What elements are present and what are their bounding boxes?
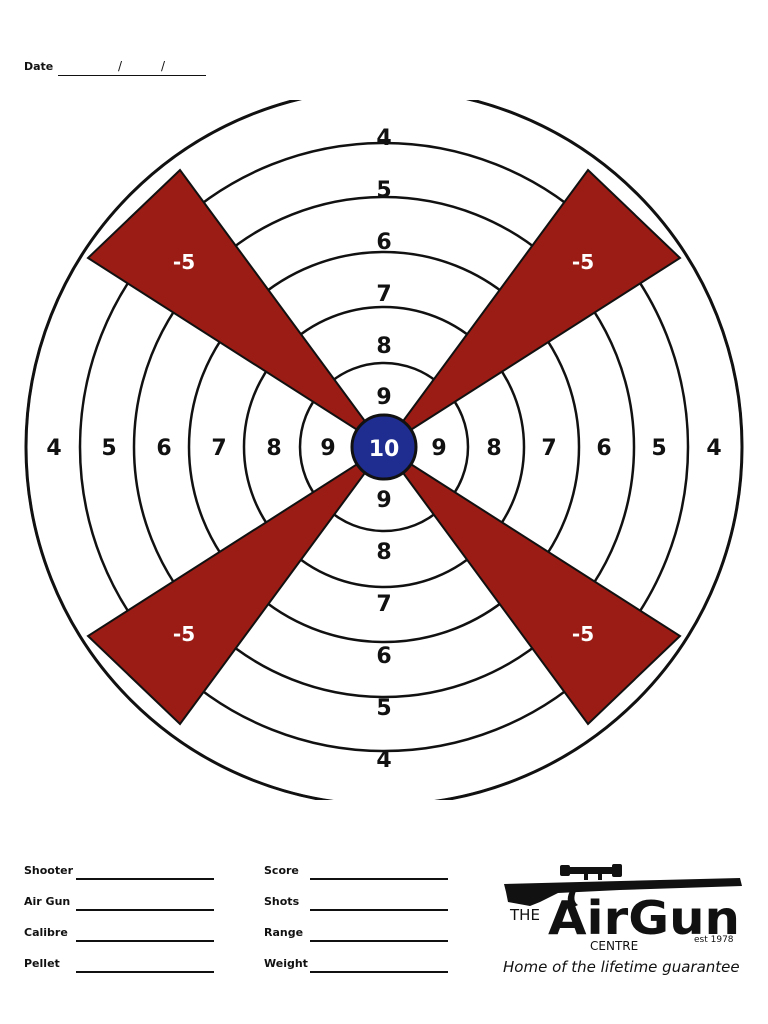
date-separator: /	[161, 59, 166, 73]
field-label: Calibre	[24, 926, 68, 939]
field-weight: Weight	[264, 955, 464, 975]
field-label: Pellet	[24, 957, 60, 970]
ring-label: 4	[376, 748, 391, 773]
field-label: Air Gun	[24, 895, 71, 908]
outer-ring-border	[24, 100, 744, 800]
logo-the: THE	[509, 906, 540, 924]
ring-label: 9	[320, 436, 335, 461]
field-range: Range	[264, 924, 464, 944]
field-calibre: Calibre	[24, 924, 224, 944]
ring-label: 5	[376, 696, 391, 721]
logo-brand: AirGun	[548, 891, 740, 945]
penalty-label: -5	[572, 622, 594, 646]
logo-tagline: Home of the lifetime guarantee	[503, 958, 740, 976]
field-input-line[interactable]	[76, 878, 214, 880]
field-label: Range	[264, 926, 304, 939]
bullseye	[350, 413, 418, 481]
airgun-centre-logo: THE AirGun CENTRE est 1978	[504, 864, 742, 953]
ring-labels: 4 5 6 7 8 9 4 5 6 7 8 9 9 8 7 6 5 4 9 8 …	[46, 126, 721, 773]
rifle-icon	[504, 864, 742, 907]
field-input-line[interactable]	[310, 971, 448, 973]
ring-label: 6	[376, 644, 391, 669]
ring-label: 4	[706, 436, 721, 461]
bullseye-label: 10	[369, 437, 400, 462]
penalty-wedge-bl	[86, 446, 385, 726]
field-input-line[interactable]	[76, 940, 214, 942]
date-label: Date	[24, 60, 54, 73]
date-separator: /	[118, 59, 123, 73]
field-input-line[interactable]	[310, 878, 448, 880]
logo-est: est 1978	[694, 935, 734, 945]
field-air-gun: Air Gun	[24, 893, 224, 913]
penalty-wedges	[86, 168, 682, 726]
ring-label: 7	[211, 436, 226, 461]
field-shooter: Shooter	[24, 862, 224, 882]
field-input-line[interactable]	[310, 940, 448, 942]
date-input-line[interactable]	[58, 75, 206, 76]
penalty-labels: -5 -5 -5 -5	[173, 250, 594, 646]
ring-label: 5	[651, 436, 666, 461]
ring-label: 8	[376, 334, 391, 359]
ring-label: 4	[376, 126, 391, 151]
field-label: Weight	[264, 957, 308, 970]
ring-label: 4	[46, 436, 61, 461]
logo-centre: CENTRE	[590, 939, 638, 953]
field-label: Score	[264, 864, 299, 877]
penalty-label: -5	[173, 250, 195, 274]
penalty-label: -5	[572, 250, 594, 274]
ring-label: 6	[376, 230, 391, 255]
field-label: Shooter	[24, 864, 74, 877]
field-input-line[interactable]	[310, 909, 448, 911]
ring-label: 7	[376, 282, 391, 307]
field-score: Score	[264, 862, 464, 882]
ring-label: 8	[376, 540, 391, 565]
target-face: 4 5 6 7 8 9 4 5 6 7 8 9 9 8 7 6 5 4 9 8 …	[24, 100, 744, 800]
field-shots: Shots	[264, 893, 464, 913]
ring-label: 8	[486, 436, 501, 461]
date-row: Date / /	[24, 59, 214, 80]
field-pellet: Pellet	[24, 955, 224, 975]
ring-label: 5	[101, 436, 116, 461]
penalty-wedge-br	[383, 446, 682, 726]
ring-label: 9	[376, 488, 391, 513]
ring-label: 8	[266, 436, 281, 461]
field-input-line[interactable]	[76, 971, 214, 973]
ring-label: 9	[431, 436, 446, 461]
ring-label: 6	[156, 436, 171, 461]
field-label: Shots	[264, 895, 300, 908]
penalty-wedge-tr	[383, 168, 682, 448]
field-input-line[interactable]	[76, 909, 214, 911]
ring-label: 7	[541, 436, 556, 461]
ring-label: 5	[376, 178, 391, 203]
ring-label: 7	[376, 592, 391, 617]
ring-label: 9	[376, 385, 391, 410]
penalty-wedge-tl	[86, 168, 385, 448]
penalty-label: -5	[173, 622, 195, 646]
ring-label: 6	[596, 436, 611, 461]
